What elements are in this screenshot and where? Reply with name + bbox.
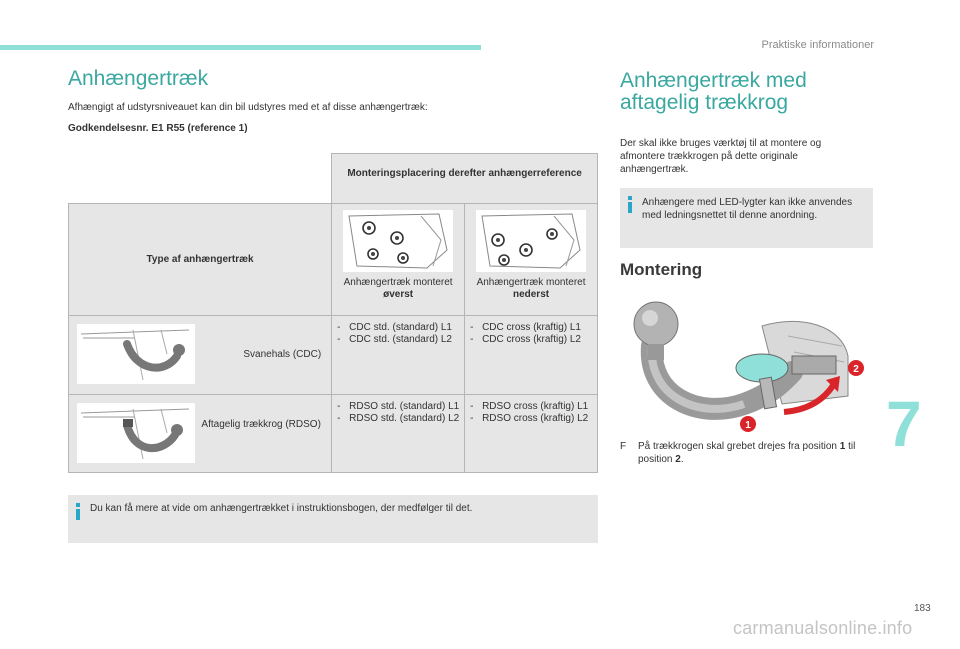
detachable-intro-text: Der skal ikke bruges værktøj til at mont… — [620, 138, 822, 175]
variant-list: RDSO cross (kraftig) L1 RDSO cross (kraf… — [469, 401, 593, 425]
info-note-text: Du kan få mere at vide om anhængertrække… — [90, 503, 473, 514]
svg-text:1: 1 — [745, 420, 751, 431]
mount-bottom-label: Anhængertræk monteret nederst — [476, 277, 586, 300]
mount-bottom-diagram — [476, 210, 587, 272]
step-text: På trækkrogen skal grebet drejes fra pos… — [638, 441, 856, 465]
table-cell: CDC std. (standard) L1 CDC std. (standar… — [331, 315, 466, 395]
mount-top-label: Anhængertræk monteret øverst — [343, 277, 453, 300]
intro-text: Afhængigt af udstyrsniveauet kan din bil… — [68, 102, 428, 113]
table-cell: CDC cross (kraftig) L1 CDC cross (krafti… — [464, 315, 598, 395]
section-title-detachable: Anhængertræk med aftagelig trækkrog — [620, 69, 807, 114]
mount-top-cell: Anhængertræk monteret øverst — [331, 203, 466, 316]
info-icon — [76, 503, 80, 520]
hitch-mounting-illustration: 1 2 — [612, 286, 874, 436]
mount-position-header: Monteringsplacering derefter anhængerref… — [331, 153, 598, 204]
variant-list: CDC std. (standard) L1 CDC std. (standar… — [336, 322, 460, 346]
hitch-type-header: Type af anhængertræk — [67, 203, 333, 316]
info-icon — [628, 196, 632, 213]
section-title: Praktiske informationer — [761, 39, 875, 51]
hitch-type-cell: Aftagelig trækkrog (RDSO) — [67, 394, 333, 473]
info-note-box: Du kan få mere at vide om anhængertrække… — [68, 495, 598, 543]
table-cell: RDSO cross (kraftig) L1 RDSO cross (kraf… — [464, 394, 598, 473]
approval-number: Godkendelsesnr. E1 R55 (reference 1) — [68, 123, 248, 134]
table-corner — [68, 153, 333, 204]
hitch-type-cell: Svanehals (CDC) — [67, 315, 333, 395]
variant-list: CDC cross (kraftig) L1 CDC cross (krafti… — [469, 322, 593, 346]
mount-bottom-cell: Anhængertræk monteret nederst — [464, 203, 598, 316]
callout-1: 1 — [740, 416, 756, 432]
hitch-type-name: Aftagelig trækkrog (RDSO) — [201, 419, 321, 430]
swan-neck-hitch-image — [77, 324, 195, 384]
page-title: Anhængertræk — [68, 67, 209, 90]
table-cell: RDSO std. (standard) L1 RDSO std. (stand… — [331, 394, 466, 473]
watermark: carmanualsonline.info — [733, 618, 913, 638]
page-number: 183 — [914, 603, 931, 614]
svg-text:2: 2 — [853, 364, 859, 375]
led-note-box: Anhængere med LED-lygter kan ikke anvend… — [620, 188, 873, 248]
detachable-hitch-image — [77, 403, 195, 463]
hitch-type-name: Svanehals (CDC) — [243, 349, 322, 360]
variant-list: RDSO std. (standard) L1 RDSO std. (stand… — [336, 401, 460, 425]
step-bullet: F — [620, 441, 627, 452]
mounting-heading: Montering — [620, 260, 703, 279]
hitch-table: Monteringsplacering derefter anhængerref… — [67, 153, 598, 473]
led-note-text: Anhængere med LED-lygter kan ikke anvend… — [642, 197, 853, 221]
header-accent-bar — [0, 45, 481, 50]
mount-top-diagram — [343, 210, 454, 272]
chapter-number: 7 — [886, 388, 922, 460]
mounting-step: F På trækkrogen skal grebet drejes fra p… — [620, 440, 860, 466]
callout-2: 2 — [848, 360, 864, 376]
